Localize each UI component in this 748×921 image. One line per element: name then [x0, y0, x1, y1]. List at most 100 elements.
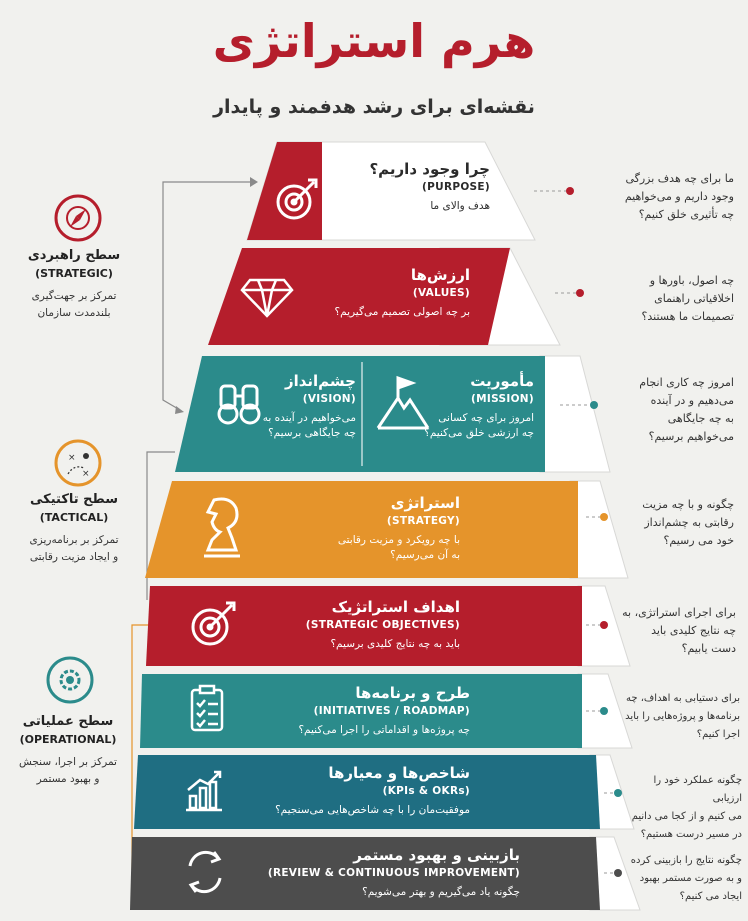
- tier-purpose-en: (PURPOSE): [422, 181, 490, 193]
- question-strategy: چگونه و با چه مزیت رقابتی به چشم‌انداز خ…: [614, 496, 734, 550]
- svg-text:×: ×: [82, 469, 90, 479]
- question-line: اخلاقیاتی راهنمای: [654, 292, 734, 305]
- refresh-icon: [188, 850, 222, 894]
- tier-strategy-desc: با چه رویکرد و مزیت رقابتی به آن می‌رسیم…: [270, 533, 460, 563]
- target-icon: [191, 601, 236, 646]
- question-line: چه تأثیری خلق کنیم؟: [638, 208, 734, 221]
- tier-kpis: [134, 754, 635, 830]
- target-arrow-icon: [276, 178, 318, 220]
- question-values: چه اصول، باورها و اخلاقیاتی راهنمای تصمی…: [592, 272, 734, 326]
- question-line: ایجاد می کنیم؟: [679, 891, 742, 902]
- level-strategic-desc-line: بلندمدت سازمان: [37, 307, 111, 319]
- tier-objectives-text: اهداف استراتژیک (STRATEGIC OBJECTIVES) ب…: [260, 598, 460, 652]
- question-line: ما برای چه هدف بزرگی: [625, 172, 734, 185]
- tier-strategy-title: استراتژی: [390, 494, 460, 512]
- level-tactical-title: سطح تاکتیکی: [30, 492, 118, 507]
- question-line: دست یابیم؟: [681, 642, 736, 655]
- tier-strategy-orange: [145, 481, 578, 578]
- question-line: برای اجرای استراتژی، به: [622, 606, 736, 619]
- tier-objectives-title: اهداف استراتژیک: [331, 598, 460, 616]
- tactics-icon: × ×: [54, 439, 102, 487]
- tier-review-text: بازبینی و بهبود مستمر (REVIEW & CONTINUO…: [240, 846, 520, 900]
- leader-lines: [534, 190, 614, 874]
- tier-initiatives-text: طرح و برنامه‌ها (INITIATIVES / ROADMAP) …: [240, 684, 470, 738]
- tier-kpis-teal: [134, 755, 600, 829]
- level-tactical: سطح تاکتیکی (TACTICAL) تمرکز بر برنامه‌ر…: [10, 492, 138, 566]
- question-line: وجود داریم و می‌خواهیم: [624, 190, 734, 203]
- question-purpose: ما برای چه هدف بزرگی وجود داریم و می‌خوا…: [584, 170, 734, 224]
- level-operational-en: (OPERATIONAL): [19, 733, 117, 746]
- tier-review-dark: [130, 837, 600, 910]
- question-line: می کنیم و از کجا می دانیم: [631, 811, 742, 822]
- tier-values-en: (VALUES): [412, 287, 470, 299]
- chess-knight-icon: [204, 497, 240, 558]
- level-tactical-en: (TACTICAL): [39, 511, 109, 524]
- level-operational-desc-line: و بهبود مستمر: [36, 773, 100, 785]
- question-line: چه اصول، باورها و: [649, 274, 734, 287]
- question-line: خود می رسیم؟: [663, 534, 734, 547]
- leader-dot-5: [600, 621, 608, 629]
- tier-strategy-en: (STRATEGY): [386, 515, 460, 527]
- tier-strategy: [145, 480, 629, 579]
- question-line: و به صورت مستمر بهبود: [639, 873, 742, 884]
- tier-vision-en: (VISION): [302, 393, 356, 405]
- tier-vision-title: چشم‌انداز: [284, 372, 356, 390]
- question-line: چگونه نتایج را بازبینی کرده: [630, 855, 742, 866]
- binoculars-icon: [217, 384, 261, 425]
- question-line: در مسیر درست هستیم؟: [640, 829, 742, 840]
- level-operational-desc: تمرکز بر اجرا، سنجش و بهبود مستمر: [6, 754, 130, 788]
- tier-review-en: (REVIEW & CONTINUOUS IMPROVEMENT): [267, 867, 520, 879]
- level-operational-title: سطح عملیاتی: [22, 714, 114, 729]
- tier-strategy-desc-line: به آن می‌رسیم؟: [390, 549, 460, 561]
- question-review: چگونه نتایج را بازبینی کرده و به صورت مس…: [626, 852, 742, 906]
- tier-values-title: ارزش‌ها: [410, 266, 470, 284]
- tier-objectives-en: (STRATEGIC OBJECTIVES): [305, 619, 460, 631]
- leader-dot-2: [576, 289, 584, 297]
- level-strategic: سطح راهبردی (STRATEGIC) تمرکز بر جهت‌گیر…: [10, 248, 138, 322]
- tier-initiatives-teal: [140, 674, 582, 748]
- tier-objectives-red: [146, 586, 582, 666]
- question-initiatives: برای دستیابی به اهداف، چه برنامه‌ها و پر…: [612, 690, 740, 744]
- bar-chart-icon: [186, 770, 222, 812]
- level-strategic-title: سطح راهبردی: [27, 248, 121, 263]
- leader-dot-4: [600, 513, 608, 521]
- question-line: می‌دهیم و در آینده: [650, 394, 734, 407]
- question-line: چگونه و با چه مزیت: [642, 498, 734, 511]
- question-line: چگونه عملکرد خود را ارزیابی: [653, 775, 742, 804]
- tier-review-title: بازبینی و بهبود مستمر: [353, 846, 520, 864]
- question-line: برنامه‌ها و پروژه‌هایی را باید: [625, 711, 740, 722]
- tier-mission-desc: امروز برای چه کسانی چه ارزشی خلق می‌کنیم…: [410, 411, 534, 441]
- question-line: رقابتی به چشم‌انداز: [644, 516, 734, 529]
- tier-kpis-desc: موفقیت‌مان را با چه شاخص‌هایی می‌سنجیم؟: [275, 804, 470, 816]
- question-line: امروز چه کاری انجام: [639, 376, 734, 389]
- level-operational: سطح عملیاتی (OPERATIONAL) تمرکز بر اجرا،…: [6, 714, 130, 788]
- tier-kpis-title: شاخص‌ها و معیارها: [328, 764, 470, 782]
- tier-values-text: ارزش‌ها (VALUES) بر چه اصولی تصمیم می‌گی…: [300, 266, 470, 320]
- leader-dots: [566, 187, 622, 877]
- level-strategic-desc: تمرکز بر جهت‌گیری بلندمدت سازمان: [10, 288, 138, 322]
- tier-kpis-en: (KPIs & OKRs): [382, 785, 470, 797]
- tier-vision-mission: [175, 355, 611, 473]
- compass-icon: [54, 194, 102, 242]
- tier-vm-right: [539, 355, 611, 473]
- leader-dot-7: [614, 789, 622, 797]
- question-line: تصمیمات ما هستند؟: [641, 310, 734, 323]
- level-connectors: [131, 177, 258, 871]
- gear-icon: [46, 656, 94, 704]
- question-line: به چه جایگاهی: [667, 412, 734, 425]
- svg-text:×: ×: [68, 453, 76, 463]
- tier-initiatives-desc: چه پروژه‌ها و اقداماتی را اجرا می‌کنیم؟: [298, 724, 470, 736]
- question-kpis: چگونه عملکرد خود را ارزیابی می کنیم و از…: [626, 772, 742, 844]
- tier-vision-text: چشم‌انداز (VISION) می‌خواهیم در آینده به…: [236, 372, 356, 441]
- operational-bracket: [131, 624, 150, 870]
- tier-objectives-desc: باید به چه نتایج کلیدی برسیم؟: [330, 638, 460, 650]
- tier-strategy-desc-line: با چه رویکرد و مزیت رقابتی: [337, 534, 460, 546]
- level-tactical-desc-line: تمرکز بر برنامه‌ریزی: [29, 534, 119, 546]
- tier-mission-desc-line: چه ارزشی خلق می‌کنیم؟: [424, 427, 534, 439]
- leader-dot-8: [614, 869, 622, 877]
- tier-review-desc: چگونه یاد می‌گیریم و بهتر می‌شویم؟: [362, 886, 520, 898]
- page-title: هرم استراتژی: [212, 14, 536, 68]
- tier-purpose-desc: هدف والای ما: [430, 200, 490, 212]
- level-tactical-desc-line: و ایجاد مزیت رقابتی: [29, 551, 119, 563]
